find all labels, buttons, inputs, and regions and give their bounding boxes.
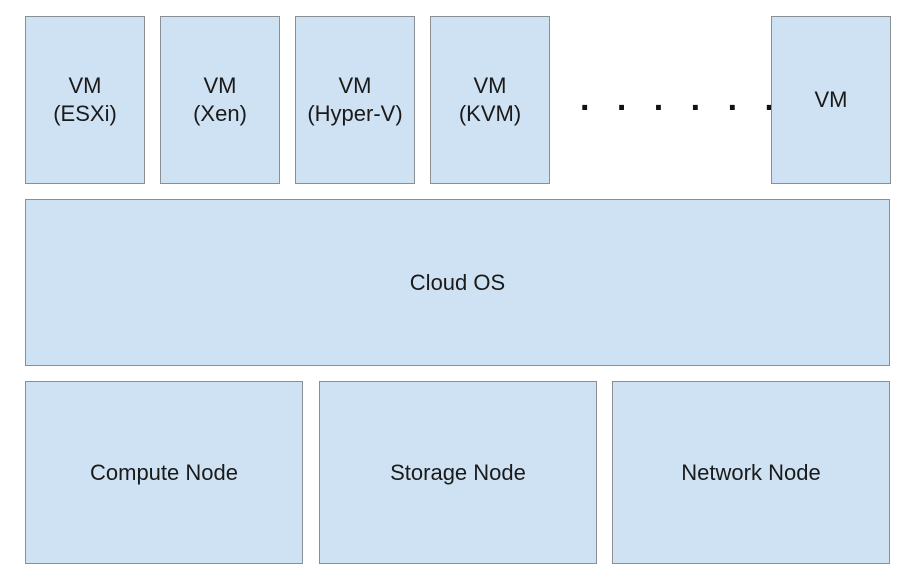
vm-label: VM <box>814 87 848 112</box>
vm-hypervisor-label: (KVM) <box>458 101 522 126</box>
compute-node-label: Compute Node <box>90 459 238 485</box>
cloud-os-box: Cloud OS <box>25 199 890 366</box>
storage-node-label: Storage Node <box>390 459 526 485</box>
vm-hyperv-box: VM (Hyper-V) <box>295 16 415 184</box>
storage-node-box: Storage Node <box>319 381 597 564</box>
vm-label: VM <box>473 73 507 98</box>
vm-label: VM <box>203 73 237 98</box>
vm-xen-box: VM (Xen) <box>160 16 280 184</box>
vm-label: VM <box>68 73 102 98</box>
cloud-os-label: Cloud OS <box>409 269 506 295</box>
ellipsis-separator: . . . . . . . . <box>580 80 857 118</box>
network-node-box: Network Node <box>612 381 890 564</box>
vm-label: VM <box>338 73 372 98</box>
vm-hypervisor-label: (Hyper-V) <box>307 101 403 126</box>
network-node-label: Network Node <box>681 459 821 485</box>
vm-hypervisor-label: (ESXi) <box>53 101 117 126</box>
vm-hypervisor-label: (Xen) <box>193 101 247 126</box>
vm-esxi-box: VM (ESXi) <box>25 16 145 184</box>
vm-generic-box: VM <box>771 16 891 184</box>
vm-kvm-box: VM (KVM) <box>430 16 550 184</box>
compute-node-box: Compute Node <box>25 381 303 564</box>
